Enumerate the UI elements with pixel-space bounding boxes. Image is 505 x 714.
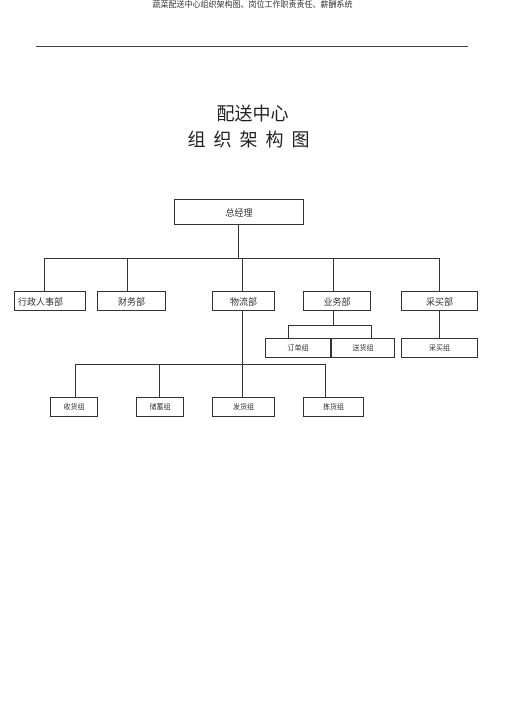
diagram-subtitle: 组织架构图 [187, 130, 318, 151]
diagram-title: 配送中心 [216, 104, 289, 125]
org-node-finance: 财务部 [97, 291, 166, 311]
page-header-text: 蔬菜配送中心组织架构图、岗位工作职责责任、薪酬系统 [152, 0, 353, 9]
org-node-dispatch-group: 发货组 [212, 397, 275, 417]
org-node-admin-hr: 行政人事部 [14, 291, 86, 311]
org-node-purchase-group: 采买组 [401, 338, 478, 358]
org-node-purchasing: 采买部 [401, 291, 478, 311]
org-node-order-group: 订单组 [265, 338, 331, 358]
org-node-receiving-group: 收货组 [50, 397, 98, 417]
org-node-sorting-group: 拣货组 [303, 397, 364, 417]
org-node-storage-group: 储蓄组 [136, 397, 184, 417]
header-divider [36, 46, 468, 47]
org-node-general-manager: 总经理 [174, 199, 304, 225]
org-node-logistics: 物流部 [212, 291, 275, 311]
org-node-delivery-group: 送货组 [331, 338, 395, 358]
org-node-business: 业务部 [303, 291, 371, 311]
